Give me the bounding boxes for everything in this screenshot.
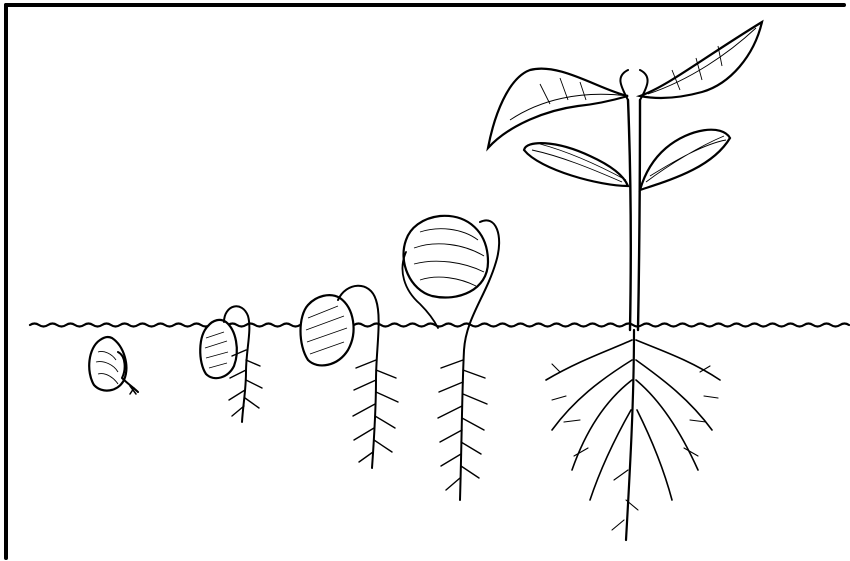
stage-4-seedling <box>402 216 499 500</box>
soil-surface-line <box>30 324 849 327</box>
stage-5-plant <box>488 22 762 540</box>
stage-1-seed <box>89 337 138 394</box>
stage-3-seedling <box>301 286 399 468</box>
